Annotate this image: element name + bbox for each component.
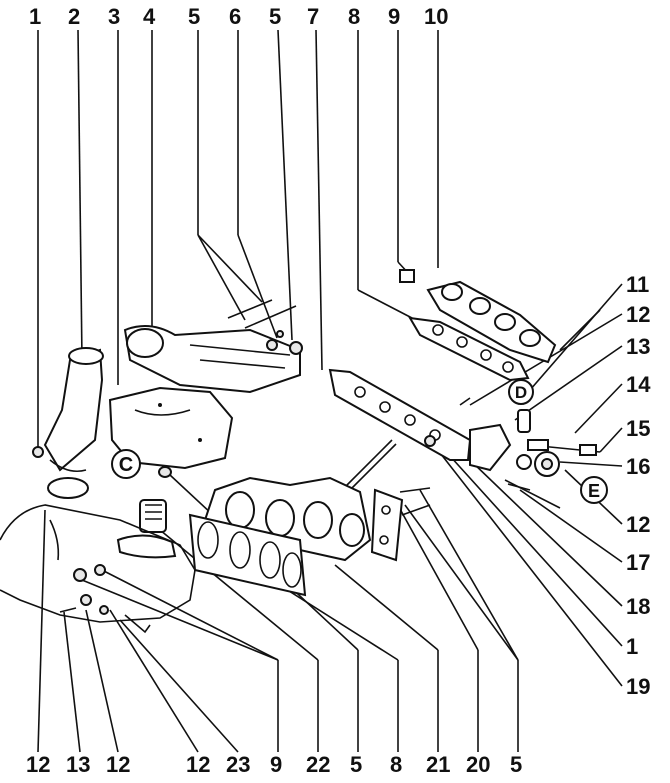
part-c-connector bbox=[139, 466, 172, 533]
part-2-air-pipe bbox=[43, 347, 104, 499]
label-right-16: 16 bbox=[626, 454, 651, 479]
label-right-19: 19 bbox=[626, 674, 651, 699]
part-17-18-washers bbox=[424, 435, 531, 491]
part-7-fuel-rail bbox=[328, 368, 512, 472]
label-bottom-9: 9 bbox=[270, 752, 283, 777]
marker-c-circle bbox=[111, 449, 141, 479]
label-right-12a: 12 bbox=[626, 302, 651, 327]
engine-block bbox=[0, 504, 196, 634]
label-top-4: 4 bbox=[143, 4, 156, 29]
label-top-7: 7 bbox=[307, 4, 320, 29]
label-right-17: 17 bbox=[626, 550, 651, 575]
part-3-heat-shield bbox=[108, 325, 301, 470]
label-bottom-23: 23 bbox=[226, 752, 251, 777]
part-10-cover bbox=[399, 269, 601, 364]
label-right-13: 13 bbox=[626, 334, 651, 359]
part-5-6-studs bbox=[227, 299, 303, 355]
label-right-14: 14 bbox=[626, 372, 651, 397]
part-19-long-bolt bbox=[341, 439, 397, 495]
label-bottom-12c: 12 bbox=[186, 752, 211, 777]
label-top-9: 9 bbox=[388, 4, 401, 29]
label-top-3: 3 bbox=[108, 4, 121, 29]
label-top-2: 2 bbox=[68, 4, 81, 29]
label-top-6: 6 bbox=[229, 4, 242, 29]
label-right-1: 1 bbox=[626, 634, 639, 659]
label-bottom-22: 22 bbox=[306, 752, 331, 777]
label-right-18: 18 bbox=[626, 594, 651, 619]
marker-e-text: E bbox=[588, 481, 600, 501]
label-top-5b: 5 bbox=[269, 4, 282, 29]
circled-markers: C D E bbox=[111, 379, 608, 504]
label-right-15: 15 bbox=[626, 416, 651, 441]
label-top-8: 8 bbox=[348, 4, 361, 29]
label-right-12b: 12 bbox=[626, 512, 651, 537]
part-20-bracket bbox=[370, 487, 431, 562]
marker-d-circle bbox=[508, 379, 534, 405]
part-8-gasket bbox=[408, 316, 530, 382]
marker-d-text: D bbox=[515, 383, 527, 402]
part-1-nut bbox=[32, 446, 44, 458]
label-bottom-20: 20 bbox=[466, 752, 491, 777]
label-bottom-5b: 5 bbox=[510, 752, 523, 777]
marker-c-text: C bbox=[119, 454, 133, 476]
label-bottom-8: 8 bbox=[390, 752, 403, 777]
label-bottom-21: 21 bbox=[426, 752, 451, 777]
label-bottom-12b: 12 bbox=[106, 752, 131, 777]
label-bottom-5a: 5 bbox=[350, 752, 363, 777]
label-bottom-13: 13 bbox=[66, 752, 91, 777]
marker-e-circle bbox=[580, 476, 608, 504]
part-14-16-fittings bbox=[504, 409, 601, 509]
label-top-10: 10 bbox=[424, 4, 449, 29]
label-bottom-12a: 12 bbox=[26, 752, 51, 777]
label-top-1: 1 bbox=[29, 4, 42, 29]
leader-lines bbox=[37, 29, 623, 753]
part-22-manifold-gasket bbox=[188, 513, 307, 597]
label-right-11: 11 bbox=[626, 272, 650, 297]
label-top-5a: 5 bbox=[188, 4, 201, 29]
